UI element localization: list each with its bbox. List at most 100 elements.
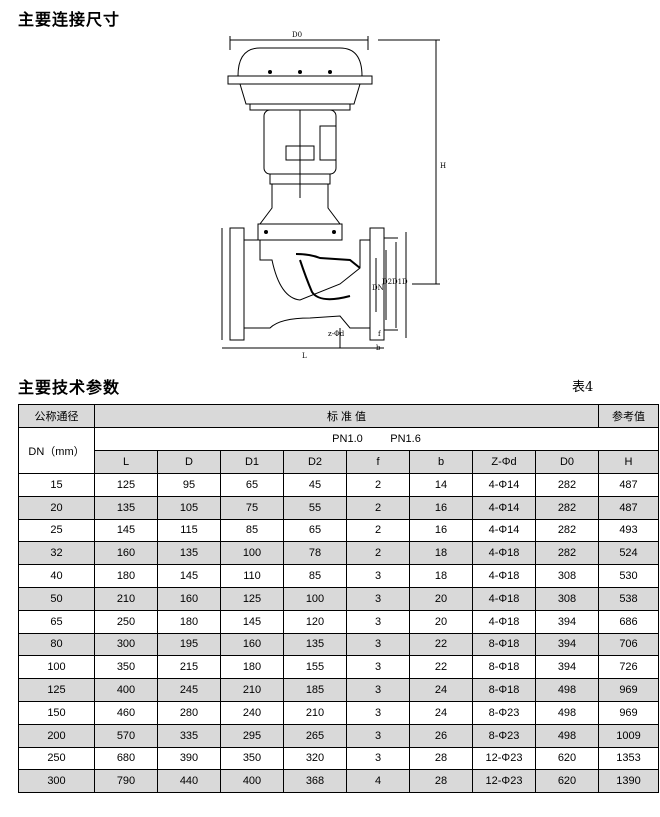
table-cell: 28 [409,769,473,794]
label-l: L [302,352,307,358]
table-cell: 12-Φ23 [472,769,536,794]
specs-heading: 主要技术参数 [18,378,121,397]
table-cell: 145 [94,518,158,543]
table-cell: 969 [598,700,659,725]
pressure-header: PN1.0 PN1.6 [94,427,659,451]
column-header: Z-Φd [472,450,536,474]
table-cell: 95 [157,473,221,497]
table-cell: 155 [283,655,347,680]
label-b: b [376,344,381,352]
table-cell: 726 [598,655,659,680]
table-cell: 85 [283,564,347,588]
label-h: H [440,162,446,170]
table-cell: 368 [283,769,347,794]
table-cell: 3 [346,632,410,657]
table-cell: 2 [346,518,410,543]
table-cell: 180 [157,609,221,634]
table-cell: 2 [346,473,410,497]
table-cell: 75 [220,495,284,520]
table-cell: 295 [220,723,284,748]
table-cell: 1009 [598,723,659,748]
table-cell: 210 [220,678,284,702]
table-cell: 32 [18,541,95,566]
table-cell: 280 [157,700,221,725]
table-cell: 498 [535,700,599,725]
table-cell: 282 [535,495,599,520]
table-cell: 15 [18,473,95,497]
table-cell: 160 [220,632,284,657]
table-cell: 40 [18,564,95,588]
table-cell: 25 [18,518,95,543]
table-cell: 440 [157,769,221,794]
table-cell: 145 [220,609,284,634]
table-cell: 180 [94,564,158,588]
table-cell: 300 [18,769,95,794]
column-header: D [157,450,221,474]
label-d1: D1 [392,278,402,286]
table-cell: 493 [598,518,659,543]
table-cell: 4-Φ18 [472,541,536,566]
dn-header: DN（mm） [18,427,95,474]
table-cell: 350 [220,746,284,771]
table-cell: 308 [535,564,599,588]
table-cell: 3 [346,564,410,588]
reference-header: 参考值 [598,404,659,428]
table-cell: 115 [157,518,221,543]
table-cell: 16 [409,518,473,543]
table-cell: 3 [346,723,410,748]
table-cell: 394 [535,632,599,657]
table-cell: 160 [94,541,158,566]
table-cell: 308 [535,586,599,611]
standard-header: 标 准 值 [94,404,599,428]
table-cell: 18 [409,564,473,588]
table-cell: 620 [535,746,599,771]
table-cell: 524 [598,541,659,566]
table-cell: 245 [157,678,221,702]
table-cell: 3 [346,746,410,771]
table-cell: 125 [94,473,158,497]
table-cell: 498 [535,723,599,748]
table-cell: 78 [283,541,347,566]
table-cell: 790 [94,769,158,794]
table-cell: 282 [535,473,599,497]
table-cell: 3 [346,678,410,702]
table-cell: 335 [157,723,221,748]
table-cell: 2 [346,495,410,520]
table-cell: 570 [94,723,158,748]
table-cell: 65 [18,609,95,634]
table-cell: 538 [598,586,659,611]
table-cell: 135 [157,541,221,566]
column-header: L [94,450,158,474]
table-cell: 4-Φ18 [472,609,536,634]
table-cell: 18 [409,541,473,566]
table-cell: 215 [157,655,221,680]
table-cell: 8-Φ18 [472,632,536,657]
table-cell: 14 [409,473,473,497]
column-header: f [346,450,410,474]
table-cell: 20 [18,495,95,520]
table-cell: 110 [220,564,284,588]
table-cell: 250 [94,609,158,634]
table-cell: 3 [346,700,410,725]
table-cell: 680 [94,746,158,771]
table-cell: 4-Φ14 [472,473,536,497]
table-cell: 150 [18,700,95,725]
table-cell: 8-Φ18 [472,678,536,702]
table-cell: 3 [346,655,410,680]
label-zd: z-Φd [328,330,345,338]
table-cell: 50 [18,586,95,611]
table-reference: 表4 [572,380,594,395]
table-cell: 4-Φ14 [472,495,536,520]
table-cell: 125 [220,586,284,611]
table-cell: 394 [535,609,599,634]
table-cell: 620 [535,769,599,794]
table-cell: 45 [283,473,347,497]
table-cell: 390 [157,746,221,771]
table-cell: 85 [220,518,284,543]
